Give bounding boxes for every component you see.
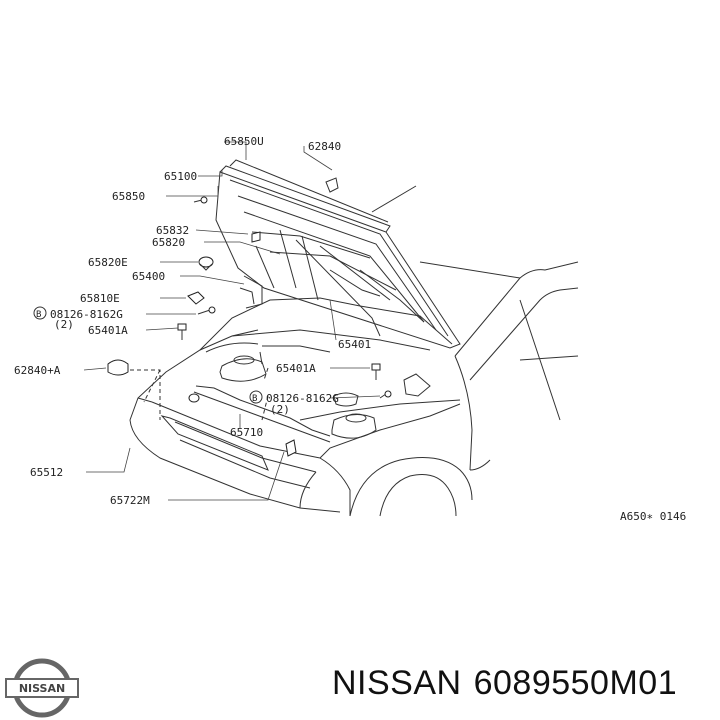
leader-lines: [83, 141, 381, 501]
label-65100: 65100: [164, 170, 197, 183]
label-65401a-a: 65401A: [88, 324, 128, 337]
label-65820: 65820: [152, 236, 185, 249]
label-65722m: 65722M: [110, 494, 150, 507]
logo-text: NISSAN: [19, 682, 65, 695]
label-65810e: 65810E: [80, 292, 120, 305]
label-62840a: 62840+A: [14, 364, 61, 377]
label-qty-b: (2): [270, 403, 290, 416]
label-65820e: 65820E: [88, 256, 128, 269]
hood: [215, 159, 461, 349]
label-65850u: 65850U: [224, 135, 264, 148]
label-65710: 65710: [230, 426, 263, 439]
nissan-logo: NISSAN: [5, 658, 79, 718]
label-65512: 65512: [30, 466, 63, 479]
label-62840: 62840: [308, 140, 341, 153]
part-number: 6089550M01: [473, 664, 678, 702]
brand-name: NISSAN: [332, 664, 462, 702]
label-65401a-b: 65401A: [276, 362, 316, 375]
diagram-code: A650∗ 0146: [620, 510, 686, 523]
label-08126-8162g-b: 08126-8162G: [266, 392, 339, 405]
car-body: [129, 185, 579, 517]
label-qty-a: (2): [54, 318, 74, 331]
label-65401: 65401: [338, 338, 371, 351]
label-08126-8162g-a: 08126-8162G: [50, 308, 123, 321]
label-65832: 65832: [156, 224, 189, 237]
part-labels: 65850U 62840 65100 65850 65832 65820 658…: [14, 135, 686, 523]
bolt-marker-b-letter: B: [36, 310, 41, 320]
bolt-marker-b2-letter: B: [252, 394, 257, 404]
bolt-marker-b2: [249, 390, 263, 404]
label-65850: 65850: [112, 190, 145, 203]
label-65400: 65400: [132, 270, 165, 283]
part-heading: NISSAN 6089550M01: [332, 664, 689, 703]
bolt-marker-b: [33, 306, 47, 320]
